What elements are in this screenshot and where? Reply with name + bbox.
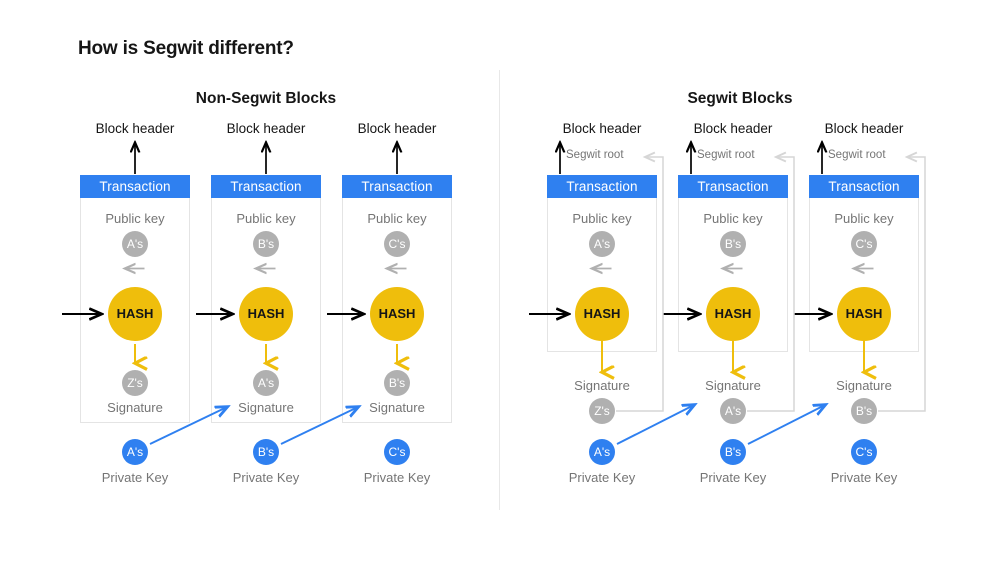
signature-label: Signature — [107, 400, 163, 415]
private-key-owner-circle: C's — [851, 439, 877, 465]
public-key-owner-circle: C's — [384, 231, 410, 257]
public-key-owner-circle: A's — [122, 231, 148, 257]
public-key-label: Public key — [105, 211, 165, 226]
signature-label: Signature — [369, 400, 425, 415]
page-title: How is Segwit different? — [78, 38, 294, 59]
signature-owner-circle: B's — [384, 370, 410, 396]
transaction-header: Transaction — [342, 175, 452, 198]
private-key-label: Private Key — [830, 470, 898, 485]
signature-label: Signature — [574, 378, 630, 393]
signature-owner-circle: Z's — [122, 370, 148, 396]
private-key-owner-circle: B's — [253, 439, 279, 465]
signature-owner-circle: A's — [720, 398, 746, 424]
public-key-label: Public key — [572, 211, 632, 226]
private-key-label: Private Key — [232, 470, 300, 485]
public-key-owner-circle: B's — [720, 231, 746, 257]
block-header-label: Block header — [824, 121, 904, 136]
transaction-header: Transaction — [547, 175, 657, 198]
transaction-header: Transaction — [80, 175, 190, 198]
block-header-arrow-group — [135, 143, 397, 174]
section-title-segwit: Segwit Blocks — [687, 90, 793, 107]
signature-owner-circle: A's — [253, 370, 279, 396]
transaction-header: Transaction — [809, 175, 919, 198]
hash-circle: HASH — [706, 287, 760, 341]
block-header-label: Block header — [693, 121, 773, 136]
private-key-owner-circle: A's — [589, 439, 615, 465]
private-key-owner-circle: A's — [122, 439, 148, 465]
transaction-header: Transaction — [678, 175, 788, 198]
block-header-label: Block header — [562, 121, 642, 136]
segwit-root-label: Segwit root — [697, 149, 755, 161]
block-header-label: Block header — [226, 121, 306, 136]
private-key-label: Private Key — [101, 470, 169, 485]
private-key-label: Private Key — [568, 470, 636, 485]
segwit-root-label: Segwit root — [566, 149, 624, 161]
signature-label: Signature — [836, 378, 892, 393]
block-header-label: Block header — [357, 121, 437, 136]
public-key-label: Public key — [834, 211, 894, 226]
hash-circle: HASH — [370, 287, 424, 341]
hash-circle: HASH — [108, 287, 162, 341]
section-divider — [499, 70, 500, 510]
public-key-owner-circle: A's — [589, 231, 615, 257]
hash-circle: HASH — [837, 287, 891, 341]
signature-label: Signature — [238, 400, 294, 415]
signature-label: Signature — [705, 378, 761, 393]
public-key-owner-circle: B's — [253, 231, 279, 257]
public-key-label: Public key — [236, 211, 296, 226]
private-key-label: Private Key — [699, 470, 767, 485]
signature-owner-circle: Z's — [589, 398, 615, 424]
private-key-owner-circle: C's — [384, 439, 410, 465]
signature-owner-circle: B's — [851, 398, 877, 424]
hash-circle: HASH — [575, 287, 629, 341]
private-key-label: Private Key — [363, 470, 431, 485]
private-key-owner-circle: B's — [720, 439, 746, 465]
public-key-label: Public key — [703, 211, 763, 226]
section-title-non-segwit: Non-Segwit Blocks — [195, 90, 337, 107]
public-key-label: Public key — [367, 211, 427, 226]
block-header-label: Block header — [95, 121, 175, 136]
segwit-root-label: Segwit root — [828, 149, 886, 161]
transaction-header: Transaction — [211, 175, 321, 198]
public-key-owner-circle: C's — [851, 231, 877, 257]
hash-circle: HASH — [239, 287, 293, 341]
